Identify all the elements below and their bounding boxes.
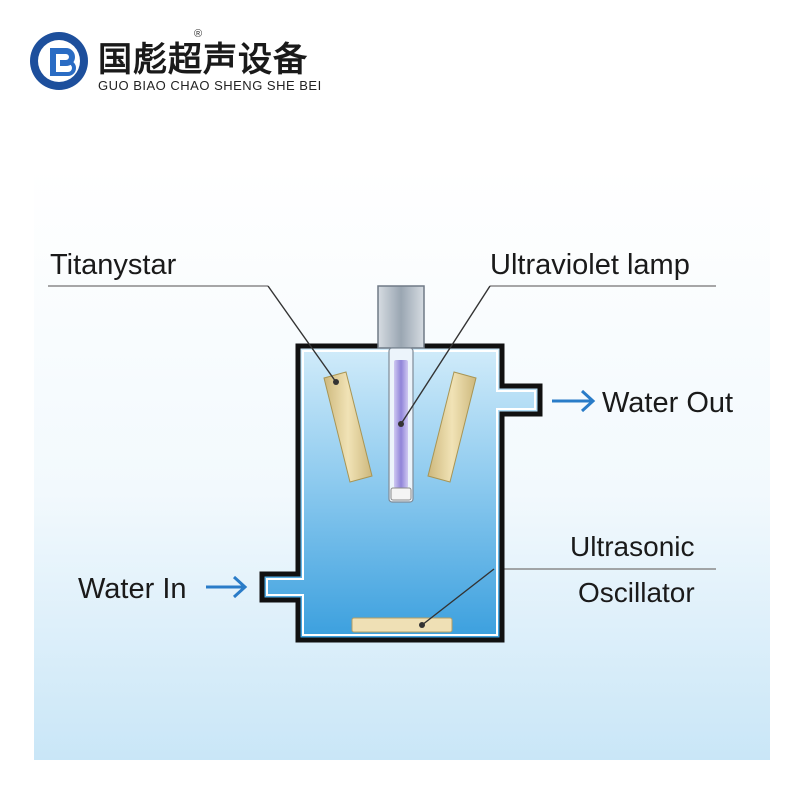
ultrasonic-oscillator: [351, 617, 453, 633]
brand-name-en: GUO BIAO CHAO SHENG SHE BEI: [98, 78, 322, 93]
label-water-in: Water In: [78, 573, 187, 605]
water-out-arrow-icon: [552, 389, 596, 413]
uv-lamp-leader: [400, 285, 491, 425]
tank-inner-rim: [266, 350, 536, 636]
titanystar-leader: [267, 285, 337, 383]
ultrasonic-leader: [421, 568, 495, 626]
titanium-plate-right: [427, 371, 477, 483]
lamp-housing: [377, 285, 425, 349]
water-in-arrow-icon: [206, 575, 248, 599]
brand-name-cn: 国彪超声设备: [98, 40, 308, 80]
tank-outline: [259, 343, 543, 643]
label-uv-lamp: Ultraviolet lamp: [490, 249, 690, 281]
label-water-out: Water Out: [602, 387, 733, 419]
label-titanystar: Titanystar: [50, 249, 177, 281]
label-ultrasonic-line2: Oscillator: [578, 577, 695, 608]
label-ultrasonic-line1: Ultrasonic: [570, 531, 694, 562]
lamp-cap: [390, 487, 412, 501]
uv-lamp-leader-dot: [398, 421, 404, 427]
titanystar-leader-dot: [333, 379, 339, 385]
brand-logo: 国彪超声设备 ® GUO BIAO CHAO SHENG SHE BEI: [28, 26, 388, 96]
ultrasonic-leader-dot: [419, 622, 425, 628]
titanium-plate-left: [323, 371, 373, 483]
registered-mark: ®: [194, 28, 203, 40]
logo-mark-icon: [30, 32, 88, 90]
